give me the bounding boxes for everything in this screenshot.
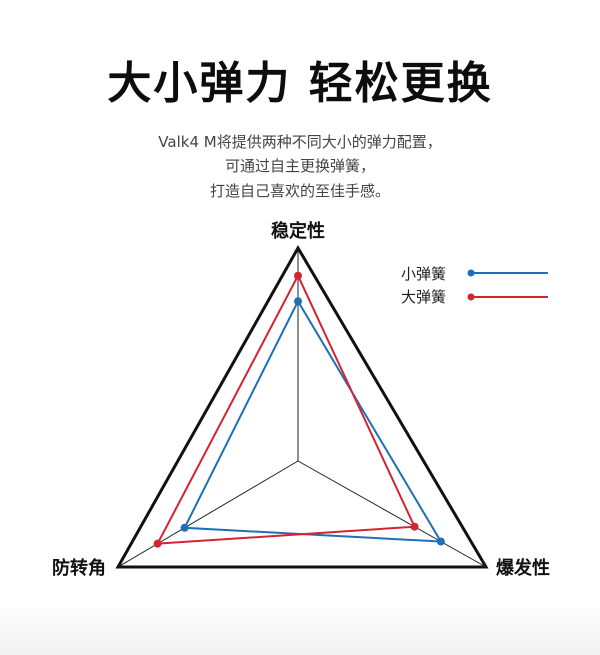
radar-outline (115, 244, 489, 569)
radar-spokes (117, 248, 487, 568)
legend: 小弹簧 大弹簧 (401, 265, 548, 306)
series-1-point-2 (153, 539, 162, 548)
series-0-point-1 (436, 537, 445, 546)
series-1-point-1 (410, 522, 419, 531)
legend-label-small-spring: 小弹簧 (401, 265, 446, 283)
headline: 大小弹力 轻松更换 (107, 58, 493, 109)
description-line-1: Valk4 M将提供两种不同大小的弹力配置， (158, 133, 442, 151)
legend-dot-large-spring (467, 293, 475, 301)
series-0-point-2 (180, 523, 189, 532)
radar-spoke-2 (117, 460, 299, 568)
axis-label-stability: 稳定性 (271, 220, 325, 242)
axis-label-anti-rotation: 防转角 (52, 557, 106, 579)
legend-dot-small-spring (467, 269, 475, 277)
series-0-polygon (183, 299, 443, 543)
series-1-polygon (155, 273, 417, 545)
axis-label-explosiveness: 爆发性 (496, 557, 550, 579)
legend-label-large-spring: 大弹簧 (401, 288, 446, 306)
series-0-point-0 (294, 297, 302, 306)
radar-series (153, 271, 445, 548)
description-line-2: 可通过自主更换弹簧， (224, 157, 375, 175)
series-1-point-0 (294, 271, 302, 280)
radar-spoke-1 (297, 460, 487, 568)
description-line-3: 打造自己喜欢的至佳手感。 (209, 182, 390, 200)
